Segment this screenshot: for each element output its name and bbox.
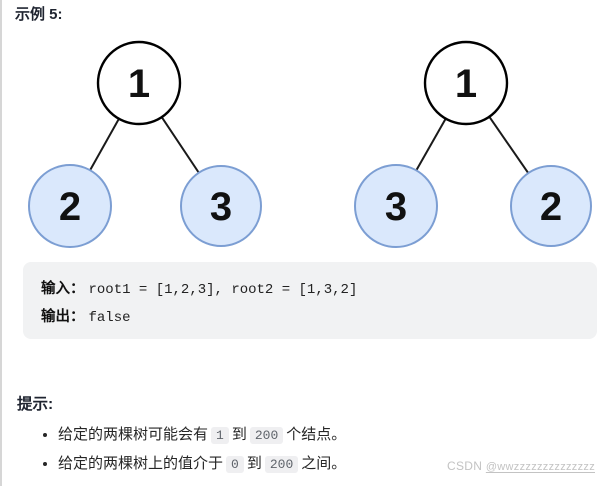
tree-node-label: 2 [59,185,81,229]
tree-node-label: 3 [210,185,232,229]
example-heading: 示例 5: [15,6,63,23]
note-text: 给定的两棵树可能会有 [58,426,209,443]
example-io-block: 输入：root1 = [1,2,3], root2 = [1,3,2] 输出：f… [23,262,597,339]
inline-code: 1 [211,427,229,444]
inline-code: 200 [249,427,284,444]
tree-node [510,165,592,247]
tree-node [28,164,112,248]
input-label: 输入： [41,281,85,297]
note-text: 给定的两棵树上的值介于 [58,455,224,472]
note-text: 到 [231,426,247,443]
inline-code: 200 [264,456,299,473]
tree-node-label: 1 [128,62,150,106]
watermark-brand: CSDN [447,459,486,473]
note-text: 到 [246,455,262,472]
watermark-username: @wwzzzzzzzzzzzzzz [485,461,595,473]
tree-tree2: 1 3 2 [354,40,592,248]
inline-code: 0 [226,456,244,473]
input-line: 输入：root1 = [1,2,3], root2 = [1,3,2] [41,275,579,303]
notes-heading: 提示: [17,396,54,413]
tree-node [180,165,262,247]
tree-node [423,40,509,126]
watermark: CSDN @wwzzzzzzzzzzzzzz [447,459,595,473]
trees-svg: 1 2 3 1 3 2 [28,40,592,248]
tree-node-label: 3 [385,185,407,229]
tree-node-label: 1 [455,62,477,106]
output-label: 输出： [41,309,85,325]
note-text: 之间。 [301,455,347,472]
output-code: false [88,310,131,326]
tree-node-label: 2 [540,185,562,229]
input-code: root1 = [1,2,3], root2 = [1,3,2] [88,282,358,298]
output-line: 输出：false [41,303,579,331]
tree-node [354,164,438,248]
tree-node [96,40,182,126]
tree-tree1: 1 2 3 [28,40,262,248]
note-text: 个结点。 [286,426,347,443]
